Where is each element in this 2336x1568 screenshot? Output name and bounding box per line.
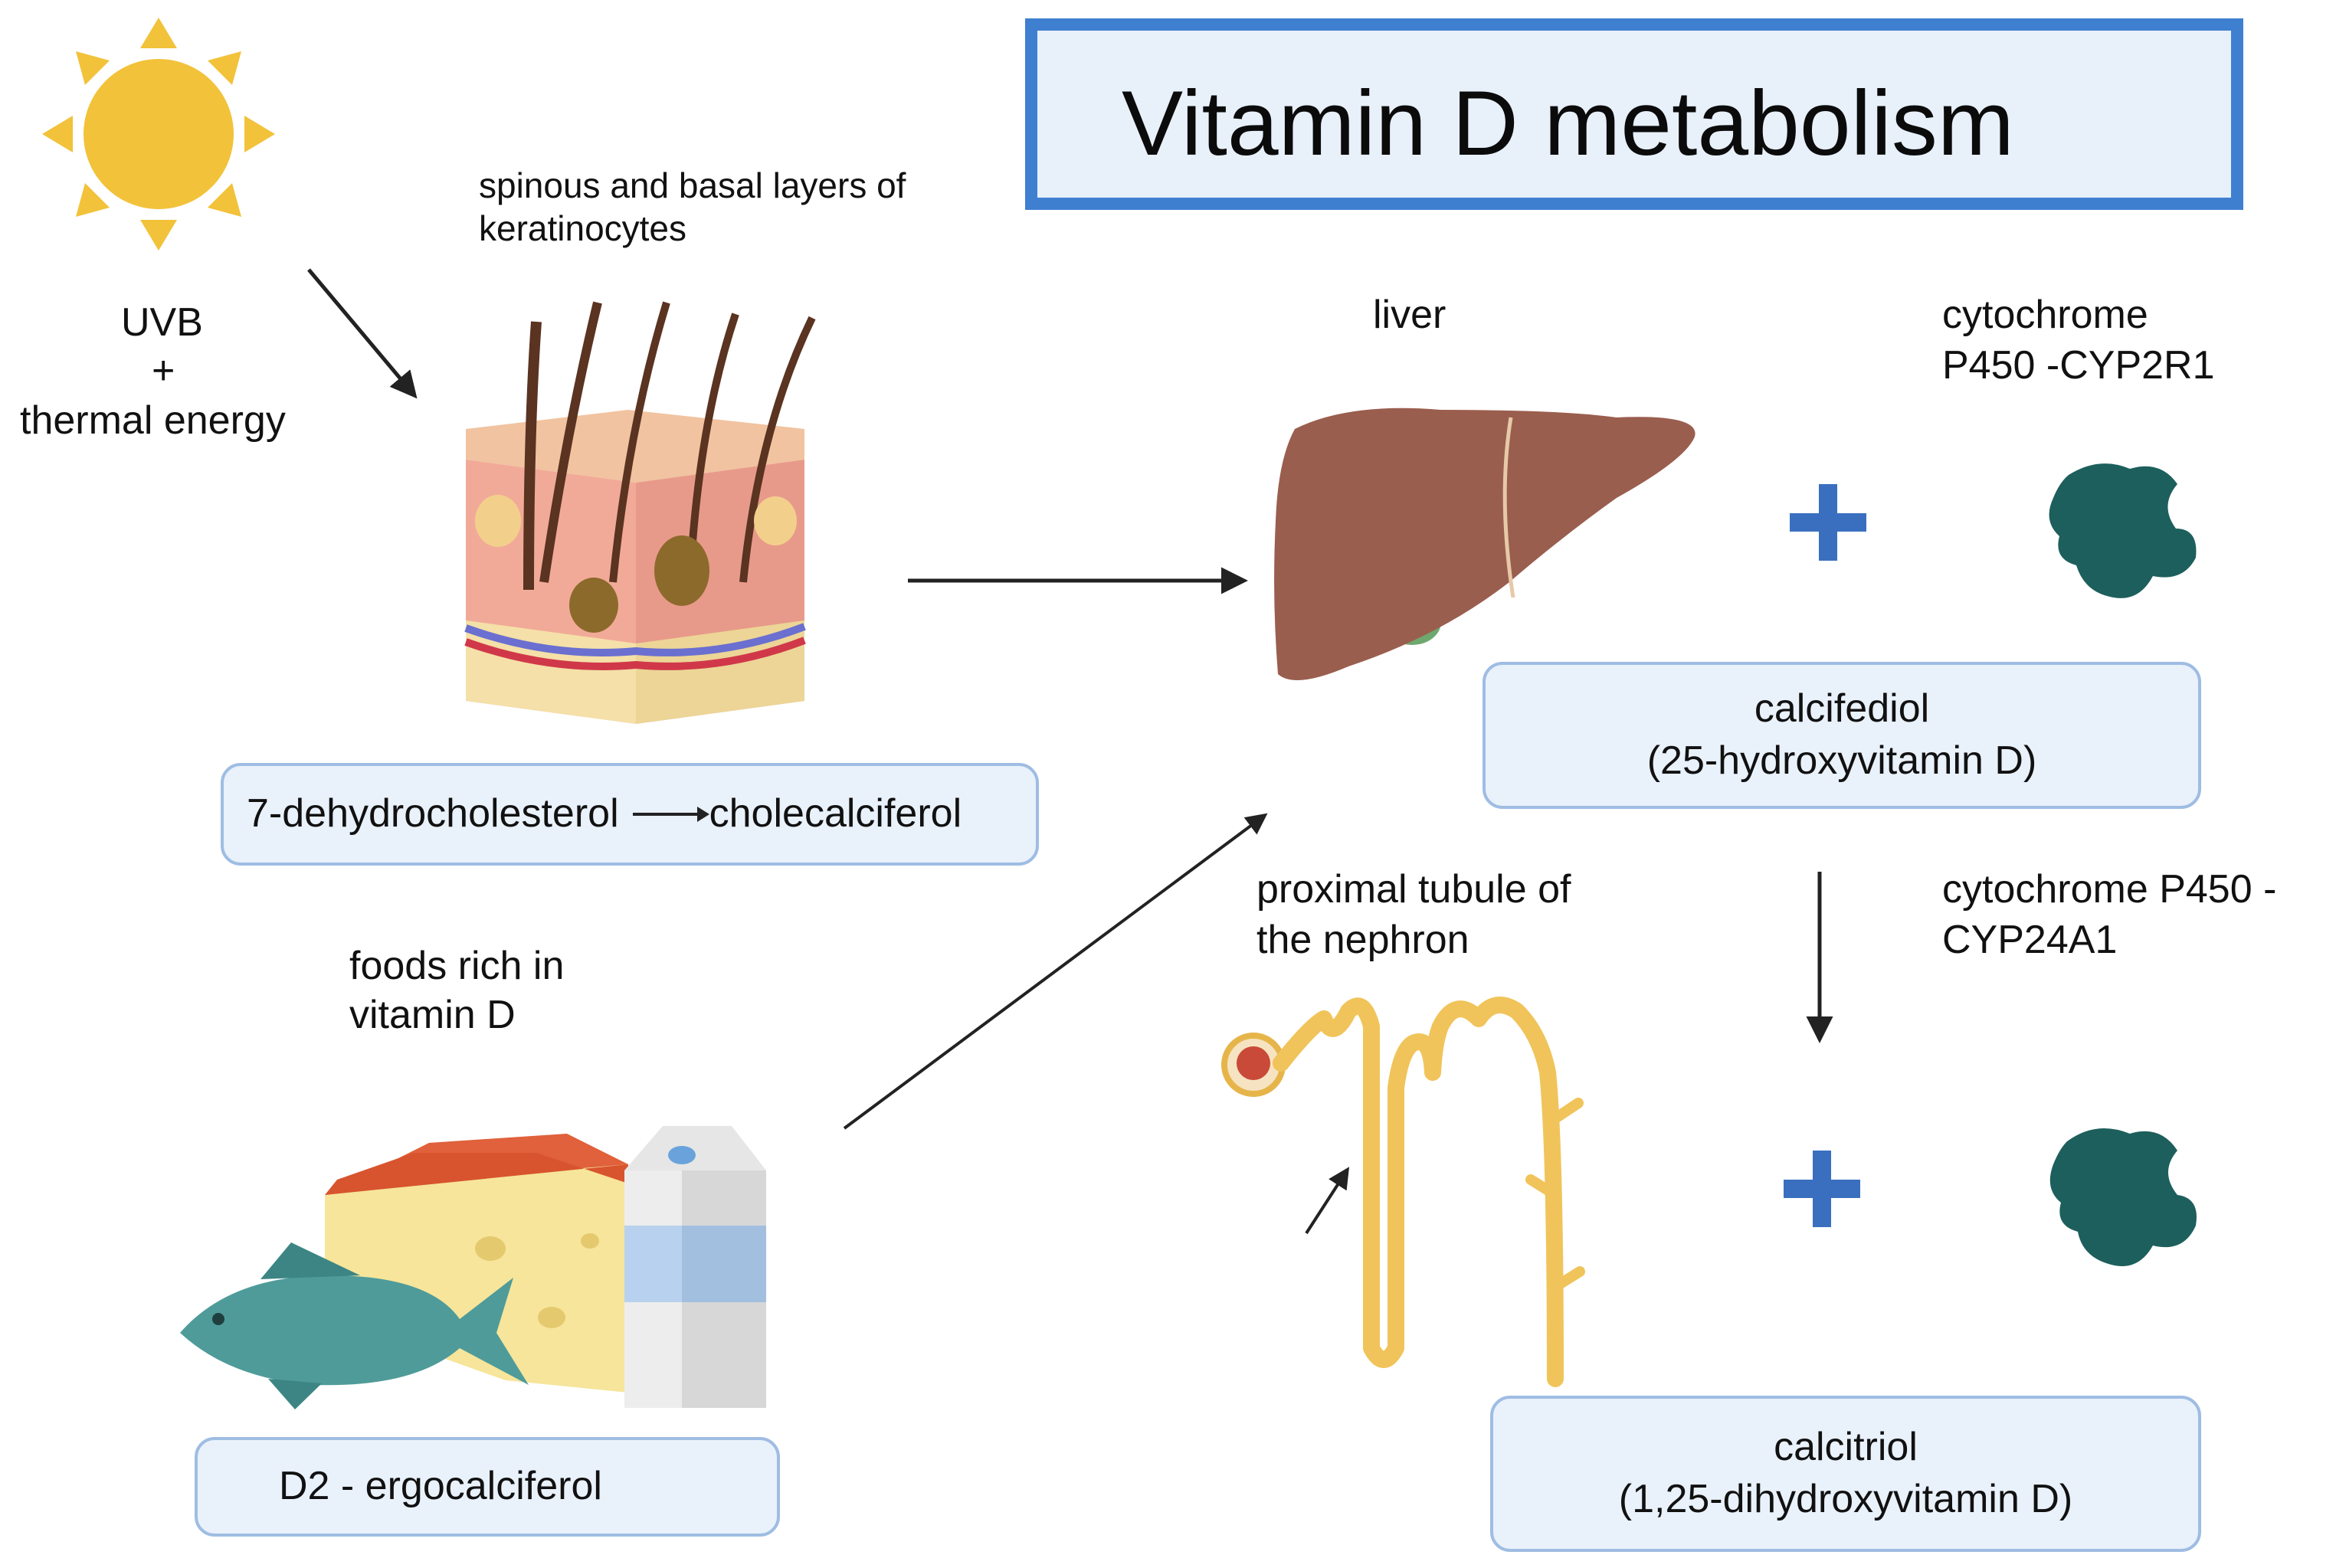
- calcifediol-sub-label: (25-hydroxyvitamin D): [1646, 738, 2037, 783]
- skin-label-line1: spinous and basal layers of: [479, 165, 906, 205]
- arrow-sun-to-skin: [307, 268, 418, 399]
- enzyme2-label-line2: CYP24A1: [1942, 918, 2118, 962]
- ergocalciferol-label: D2 - ergocalciferol: [279, 1464, 602, 1509]
- skin-label-line2: keratinocytes: [479, 208, 687, 248]
- foods-box: D2 - ergocalciferol: [195, 1437, 780, 1537]
- liver-icon: [1274, 408, 1695, 680]
- plus-icon-2: [1784, 1151, 1860, 1227]
- plus-text: +: [152, 349, 175, 393]
- enzyme-cyp24a1-icon: [2049, 1128, 2197, 1266]
- arrow-nephron-pointer: [1305, 1167, 1350, 1235]
- nephron-label-line2: the nephron: [1256, 918, 1469, 962]
- nephron-icon: [1221, 997, 1585, 1387]
- thermal-energy-label: thermal energy: [20, 398, 286, 443]
- milk-carton-icon: [624, 1126, 766, 1408]
- foods-label-line1: foods rich in: [349, 944, 565, 988]
- liver-label: liver: [1373, 293, 1446, 337]
- skin-conversion-box: 7-dehydrocholesterol cholecalciferol: [221, 763, 1039, 866]
- fish-icon: [180, 1242, 529, 1409]
- foods-label-line2: vitamin D: [349, 993, 516, 1037]
- enzyme-cyp2r1-icon: [2049, 463, 2197, 598]
- cholecalciferol-label: cholecalciferol: [709, 791, 962, 836]
- arrow-right-icon: [632, 807, 709, 822]
- calcifediol-label: calcifediol: [1754, 686, 1930, 732]
- uvb-label: UVB: [121, 300, 203, 345]
- title-box: Vitamin D metabolism: [1025, 18, 2243, 210]
- calcitriol-sub-label: (1,25-dihydroxyvitamin D): [1618, 1477, 2073, 1521]
- sun-icon: [42, 18, 275, 250]
- calcitriol-box: calcitriol (1,25-dihydroxyvitamin D): [1490, 1396, 2201, 1552]
- plus-icon-1: [1790, 484, 1866, 561]
- calcifediol-box: calcifediol (25-hydroxyvitamin D): [1483, 662, 2201, 809]
- page-title: Vitamin D metabolism: [1122, 72, 2014, 175]
- arrow-foods-to-liver: [843, 813, 1268, 1130]
- nephron-label-line1: proximal tubule of: [1256, 867, 1571, 912]
- calcitriol-label: calcitriol: [1774, 1425, 1918, 1470]
- skin-layers-icon: [464, 301, 816, 724]
- dehydrocholesterol-label: 7-dehydrocholesterol: [247, 791, 619, 836]
- enzyme1-label-line2: P450 -CYP2R1: [1942, 343, 2215, 388]
- enzyme2-label-line1: cytochrome P450 -: [1942, 867, 2277, 912]
- enzyme1-label-line1: cytochrome: [1942, 293, 2148, 337]
